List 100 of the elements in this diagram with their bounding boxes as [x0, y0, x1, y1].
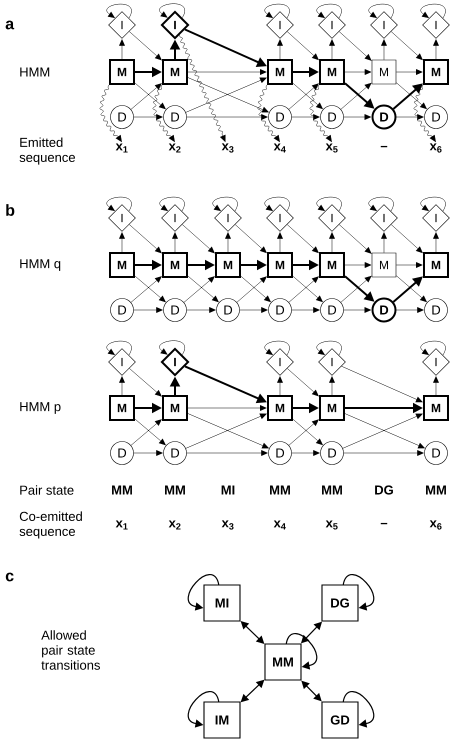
match-state-box: M [109, 395, 135, 421]
wavy-arrow [310, 84, 332, 142]
arrow [339, 224, 372, 254]
self-loop-arrow [212, 196, 238, 212]
arrow [134, 450, 163, 456]
row-label: Allowed pair state transitions [41, 630, 100, 670]
arrow [391, 224, 423, 254]
arrow [277, 39, 283, 60]
sequence-label: x$_{2}$ [168, 520, 181, 530]
match-state-box: M [319, 252, 345, 278]
sequence-label: x$_{1}$ [116, 520, 128, 530]
self-loop-arrow [342, 574, 374, 611]
arrow [344, 69, 372, 75]
arrow [235, 224, 267, 254]
arrow [396, 307, 424, 313]
match-state-box: M [372, 60, 396, 84]
emitted-symbol: x$_{6}$ [430, 143, 442, 153]
sequence-label: MM [165, 486, 185, 494]
arrow [396, 82, 427, 110]
panel-letter: b [6, 204, 14, 216]
row-label: Emitted sequence [20, 137, 75, 165]
arrow [287, 368, 319, 396]
arrow [391, 31, 423, 60]
arrow [396, 275, 427, 302]
arrow [381, 232, 387, 253]
emitted-symbol: x$_{3}$ [222, 143, 234, 153]
arrow [119, 376, 125, 396]
arrow [341, 366, 423, 402]
row-label: HMM [20, 68, 50, 76]
row-label: HMM q [20, 259, 60, 271]
arrow [396, 69, 423, 75]
arrow [433, 376, 439, 396]
arrow [119, 232, 125, 252]
emitted-symbol: x$_{2}$ [168, 143, 181, 153]
match-state-box: M [109, 59, 135, 85]
row-label: HMM p [20, 402, 61, 414]
arrow [292, 307, 320, 313]
match-state-box: M [423, 395, 449, 421]
sequence-label: x$_{5}$ [326, 520, 338, 530]
arrow [288, 419, 319, 446]
arrow [119, 39, 125, 60]
arrow [329, 232, 335, 252]
match-state-box: M [319, 395, 345, 421]
match-state-box: M [423, 252, 449, 278]
match-state-box: M [162, 252, 188, 278]
arrow [188, 276, 219, 302]
arrow [287, 31, 319, 60]
self-loop-arrow [264, 4, 290, 18]
self-loop-arrow [286, 633, 318, 670]
self-loop-arrow [420, 4, 446, 18]
self-loop-arrow [106, 340, 132, 356]
arrow [240, 307, 268, 313]
arrow [134, 114, 163, 120]
arrow [329, 39, 335, 60]
arrow [240, 276, 271, 302]
wavy-arrow [258, 84, 280, 142]
sequence-label: MI [222, 486, 234, 494]
sequence-label: – [380, 146, 388, 148]
arrow [184, 276, 215, 303]
panel-letter: c [6, 572, 14, 582]
arrow [292, 419, 323, 446]
wavy-arrow [179, 34, 226, 142]
match-state-box: M [372, 252, 396, 278]
arrow [329, 376, 335, 396]
self-loop-arrow [159, 4, 185, 18]
arrow [292, 276, 323, 302]
arrow [433, 39, 439, 60]
self-loop-arrow [420, 340, 446, 356]
sequence-label: MM [270, 486, 290, 494]
arrow [130, 419, 162, 446]
arrow [134, 307, 163, 313]
arrow [288, 276, 319, 303]
wavy-arrow [414, 84, 436, 142]
emitted-symbol: x$_{4}$ [274, 144, 286, 152]
arrow [344, 450, 424, 456]
emitted-symbol: x$_{1}$ [116, 144, 128, 152]
sequence-label: DG [375, 485, 393, 495]
row-label: Pair state [20, 485, 74, 495]
arrow [134, 276, 166, 302]
pair-state-box: DG [321, 584, 359, 622]
row-label: Co-emitted sequence [20, 511, 82, 539]
self-loop-arrow [106, 4, 132, 18]
arrow [277, 232, 283, 252]
arrow [186, 307, 216, 313]
match-state-box: M [267, 252, 293, 278]
panel-letter: a [6, 20, 14, 30]
arrow [172, 232, 178, 252]
arrow [396, 114, 424, 120]
arrow [433, 232, 439, 252]
sequence-label: x$_{6}$ [430, 520, 442, 530]
arrow [134, 82, 166, 110]
match-state-box: M [267, 59, 293, 85]
arrow [344, 114, 372, 120]
match-state-box: M [423, 59, 449, 85]
arrow [182, 224, 215, 254]
self-loop-arrow [316, 340, 342, 356]
arrow [344, 262, 372, 268]
arrow [188, 405, 267, 411]
arrow [344, 307, 372, 313]
match-state-box: M [319, 59, 345, 85]
